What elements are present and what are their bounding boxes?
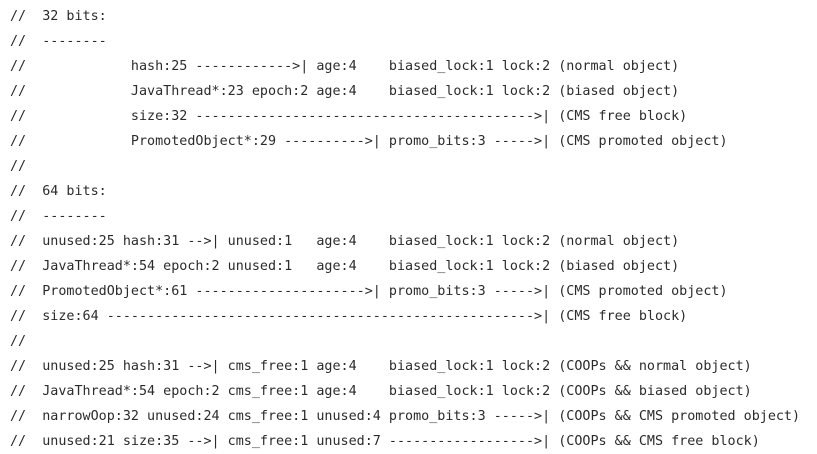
code-line: // -------- <box>10 209 107 224</box>
code-line: // PromotedObject*:61 ------------------… <box>10 284 728 299</box>
code-line: // JavaThread*:23 epoch:2 age:4 biased_l… <box>10 84 680 99</box>
code-line: // -------- <box>10 34 107 49</box>
code-line: // size:32 -----------------------------… <box>10 109 688 124</box>
code-line: // unused:21 size:35 -->| cms_free:1 unu… <box>10 434 760 449</box>
code-line: // unused:25 hash:31 -->| cms_free:1 age… <box>10 359 752 374</box>
code-line: // JavaThread*:54 epoch:2 cms_free:1 age… <box>10 384 752 399</box>
code-block: // 32 bits: // -------- // hash:25 -------… <box>10 4 800 454</box>
code-line: // narrowOop:32 unused:24 cms_free:1 unu… <box>10 409 801 424</box>
code-line: // <box>10 159 27 174</box>
code-line: // size:64 -----------------------------… <box>10 309 688 324</box>
code-line: // unused:25 hash:31 -->| unused:1 age:4… <box>10 234 680 249</box>
code-line: // 32 bits: <box>10 9 107 24</box>
code-line: // 64 bits: <box>10 184 107 199</box>
code-line: // JavaThread*:54 epoch:2 unused:1 age:4… <box>10 259 680 274</box>
code-line: // hash:25 ------------>| age:4 biased_l… <box>10 59 680 74</box>
code-line: // PromotedObject*:29 ---------->| promo… <box>10 134 728 149</box>
code-line: // <box>10 334 27 349</box>
